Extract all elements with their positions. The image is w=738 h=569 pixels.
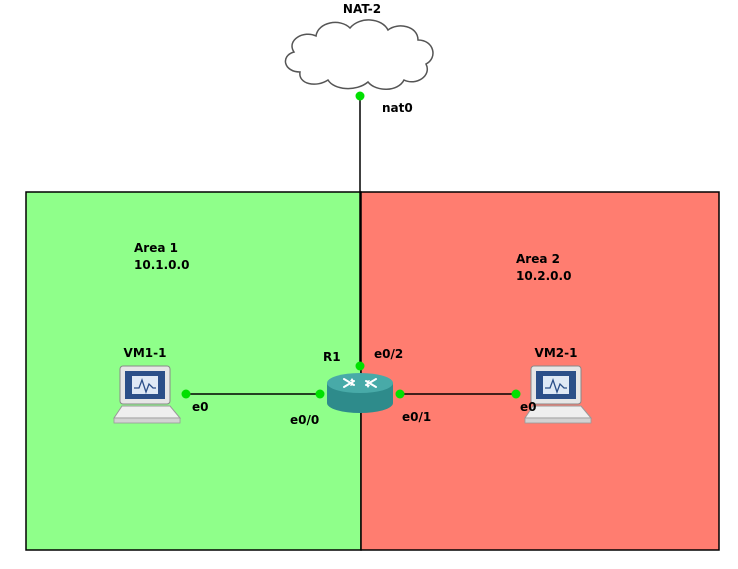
- area-1-name: Area 1: [134, 241, 178, 255]
- port-label-r1-e0-2: e0/2: [374, 347, 403, 361]
- vm-node-vm2[interactable]: VM2-1: [524, 346, 593, 424]
- router-icon: [327, 373, 393, 413]
- router-label: R1: [323, 350, 341, 364]
- port-dot-r1-e0-0[interactable]: [315, 389, 325, 399]
- area-2-network: 10.2.0.0: [516, 269, 571, 283]
- vm-node-vm1[interactable]: VM1-1: [113, 346, 182, 424]
- port-label-r1-e0-1: e0/1: [402, 410, 431, 424]
- port-label-vm1-e0: e0: [192, 400, 209, 414]
- vm1-label: VM1-1: [124, 346, 167, 360]
- cloud-node-nat2[interactable]: NAT-2: [284, 2, 434, 90]
- cloud-icon: [284, 19, 434, 90]
- port-label-r1-e0-0: e0/0: [290, 413, 319, 427]
- port-dot-vm2-e0[interactable]: [511, 389, 521, 399]
- vm2-label: VM2-1: [535, 346, 578, 360]
- port-dot-r1-e0-1[interactable]: [395, 389, 405, 399]
- cloud-label: NAT-2: [343, 2, 381, 16]
- port-dot-nat0[interactable]: [355, 91, 365, 101]
- computer-icon: [524, 365, 593, 424]
- area-1-box: [25, 191, 362, 551]
- port-dot-r1-e0-2[interactable]: [355, 361, 365, 371]
- router-node-r1[interactable]: R1: [323, 350, 393, 413]
- area-2-name: Area 2: [516, 252, 560, 266]
- port-label-vm2-e0: e0: [520, 400, 537, 414]
- area-1-network: 10.1.0.0: [134, 258, 189, 272]
- port-label-nat0: nat0: [382, 101, 413, 115]
- computer-icon: [113, 365, 182, 424]
- port-dot-vm1-e0[interactable]: [181, 389, 191, 399]
